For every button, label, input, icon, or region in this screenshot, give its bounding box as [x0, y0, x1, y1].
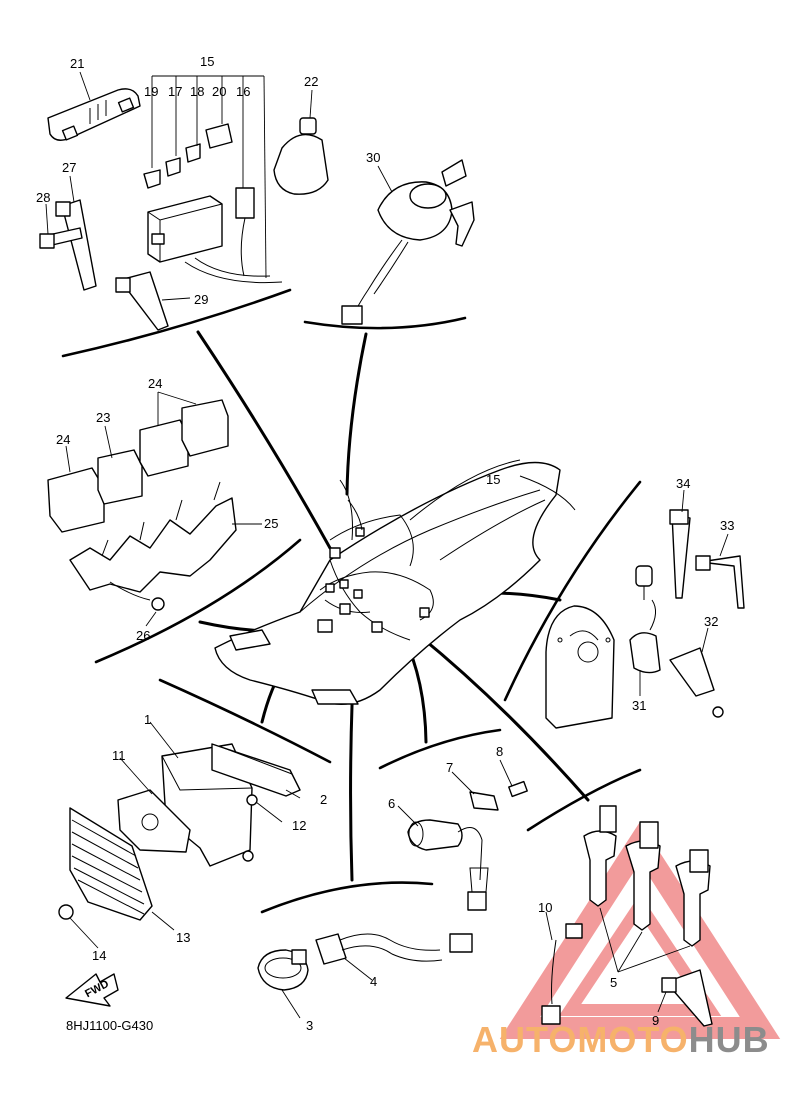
callout: 11 [112, 748, 126, 763]
callout: 32 [704, 614, 718, 629]
pressure-switch-group [257, 933, 473, 1019]
callout: 4 [370, 974, 377, 989]
speed-sensor-group [397, 759, 528, 911]
callout: 14 [92, 948, 106, 963]
section-frames [61, 288, 642, 914]
callout: 24 [148, 376, 162, 391]
callout: 18 [190, 84, 204, 99]
electrical-box-group [58, 721, 301, 949]
callout: 21 [70, 56, 84, 71]
callout: 17 [168, 84, 182, 99]
callout: 2 [320, 792, 327, 807]
ignition-coil-group [541, 805, 713, 1027]
watermark-part1: AUTOMOTO [472, 1019, 689, 1060]
callout: 31 [632, 698, 646, 713]
callout: 8 [496, 744, 503, 759]
callout: 23 [96, 410, 110, 425]
bottle-22 [273, 89, 329, 195]
callout: 6 [388, 796, 395, 811]
callout: 24 [56, 432, 70, 447]
relay-group [47, 391, 262, 627]
diagram-code: 8HJ1100-G430 [66, 1018, 153, 1033]
callout: 1 [144, 712, 151, 727]
callout: 25 [264, 516, 278, 531]
callout: 29 [194, 292, 208, 307]
sensor-bracket-group [545, 489, 745, 729]
callout: 12 [292, 818, 306, 833]
callout: 15 [486, 472, 500, 487]
callout: 13 [176, 930, 190, 945]
callout: 30 [366, 150, 380, 165]
callout: 33 [720, 518, 734, 533]
callout: 22 [304, 74, 318, 89]
ignition-switch-30 [341, 159, 475, 325]
callout: 27 [62, 160, 76, 175]
callout: 19 [144, 84, 158, 99]
callout: 26 [136, 628, 150, 643]
callout: 3 [306, 1018, 313, 1033]
callout: 16 [236, 84, 250, 99]
fuse-box-group [39, 71, 283, 331]
callout: 20 [212, 84, 226, 99]
callout: 34 [676, 476, 690, 491]
hull-assembly [214, 459, 576, 705]
callout: 9 [652, 1013, 659, 1028]
callout: 7 [446, 760, 453, 775]
callout: 15 [200, 54, 214, 69]
watermark-text: AUTOMOTOHUB [472, 1019, 770, 1060]
fwd-arrow-icon: FWD [65, 973, 119, 1007]
watermark-part2: HUB [689, 1019, 770, 1060]
callout-labels: 1 2 3 4 5 6 7 8 9 10 11 12 13 14 15 15 1… [36, 54, 734, 1033]
callout: 10 [538, 900, 552, 915]
callout: 28 [36, 190, 50, 205]
callout: 5 [610, 975, 617, 990]
